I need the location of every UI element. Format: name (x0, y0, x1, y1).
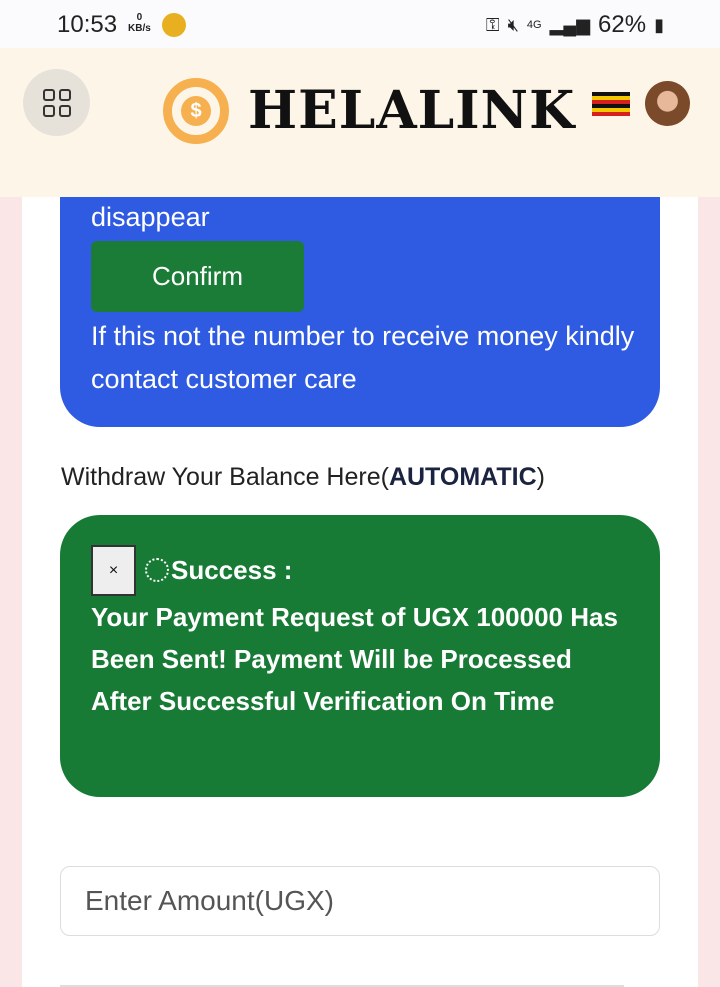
logo-coin-icon: $ (163, 78, 229, 144)
alert-title: Success : (171, 555, 293, 585)
success-alert: × Success : Your Payment Request of UGX … (60, 515, 660, 797)
app-header (0, 48, 720, 197)
withdraw-label: Withdraw Your Balance Here(AUTOMATIC) (61, 463, 545, 491)
loading-icon (145, 558, 169, 582)
battery-percent: 62% (598, 11, 647, 38)
avatar[interactable] (645, 81, 690, 126)
confirm-button[interactable]: Confirm (91, 241, 304, 312)
uganda-flag-icon[interactable] (592, 92, 630, 116)
network-type: 4G (526, 19, 542, 31)
app-notification-icon (162, 13, 186, 37)
battery-icon: ▮ (654, 14, 664, 35)
menu-button[interactable] (23, 69, 90, 136)
alert-message: Your Payment Request of UGX 100000 Has B… (91, 602, 618, 716)
notice-box: disappear Confirm If this not the number… (60, 197, 660, 427)
clock: 10:53 (57, 11, 118, 38)
notice-text-bottom: If this not the number to receive money … (91, 321, 635, 394)
brand-title: HELALINK (248, 80, 576, 141)
close-alert-button[interactable]: × (91, 545, 136, 596)
vpn-key-icon: ⚿ (485, 14, 500, 35)
signal-icon: ▂▄▆ (549, 14, 591, 35)
grid-icon (42, 88, 71, 117)
notice-text-top: disappear (91, 202, 210, 232)
next-field-edge (60, 985, 624, 987)
amount-input[interactable] (60, 866, 660, 936)
mute-icon: 🔇︎ (507, 14, 519, 35)
